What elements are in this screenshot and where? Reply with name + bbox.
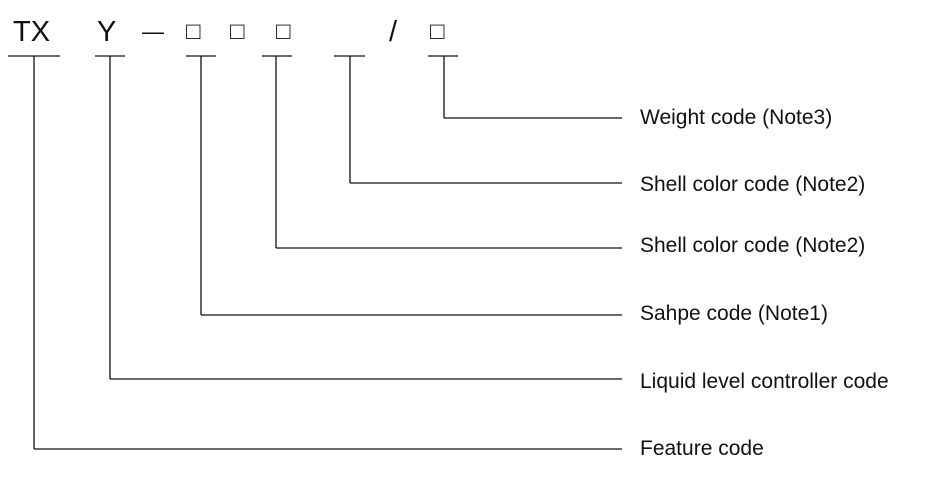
code-prefix-tx: TX [13, 16, 51, 48]
label-liquid-level-controller-code: Liquid level controller code [640, 370, 889, 393]
label-shell-color-code-2: Shell color code (Note2) [640, 234, 866, 257]
code-type-y: Y [97, 16, 117, 48]
code-dash: — [142, 19, 164, 44]
label-weight-code: Weight code (Note3) [640, 106, 833, 129]
code-box-shell-color: □ [276, 18, 291, 45]
code-box-middle: □ [230, 18, 245, 45]
code-box-weight: □ [430, 18, 445, 45]
label-shape-code: Sahpe code (Note1) [640, 302, 828, 325]
label-feature-code: Feature code [640, 437, 764, 460]
code-box-shape: □ [186, 18, 201, 45]
code-slash: / [389, 16, 398, 48]
label-shell-color-code-1: Shell color code (Note2) [640, 173, 866, 196]
